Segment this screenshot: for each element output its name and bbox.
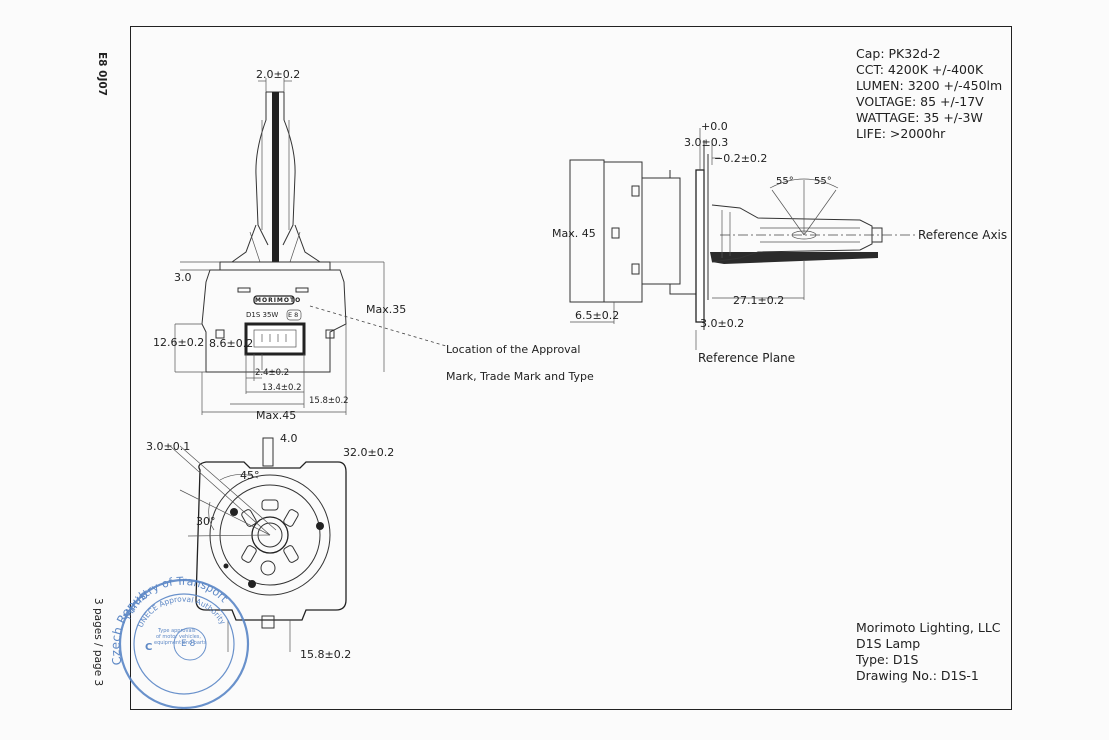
title-type: Type: D1S [856,652,919,667]
dim-4-0: 4.0 [280,432,298,445]
front-view-lamp [174,78,447,415]
side-view-lamp [569,128,916,350]
dim-3-0-0-1: 3.0±0.1 [146,440,191,453]
stamp-note-2: of motor vehicles, [156,634,201,640]
dim-plus0: +0.0 [701,120,728,133]
dim-13-4: 13.4±0.2 [262,383,302,393]
dim-flange-3-0: 3.0 [174,271,192,284]
dim-max35: Max.35 [366,303,407,316]
callout-line2: Mark, Trade Mark and Type [446,370,594,383]
dim-max45: Max.45 [256,409,297,422]
stamp-outer-left: Czech Republic [0,0,150,667]
stamp-note-1: Type approvals [157,628,196,634]
approval-mark: E 8 [288,311,299,319]
dim-2-4: 2.4±0.2 [255,368,290,378]
dim-bottom-15-8: 15.8±0.2 [300,648,352,661]
angle-30: 30° [196,515,216,528]
spec-cct: CCT: 4200K +/-400K [856,62,984,77]
dim-8-6: 8.6±0.2 [209,337,254,350]
reference-axis-label: Reference Axis [918,228,1008,242]
stamp-letter: C [145,642,152,653]
spec-life: LIFE: >2000hr [856,126,946,141]
type-label: D1S 35W [246,311,279,319]
reference-plane-label: Reference Plane [698,351,796,365]
dim-12-6: 12.6±0.2 [153,336,205,349]
angle-left-55: 55° [776,176,794,187]
dim-15-8: 15.8±0.2 [309,396,349,406]
title-lamp: D1S Lamp [856,636,921,651]
spec-cap: Cap: PK32d-2 [856,46,941,61]
dim-side-3-0: 3.0±0.2 [700,317,745,330]
dim-6-5: 6.5±0.2 [575,309,620,322]
spec-voltage: VOLTAGE: 85 +/-17V [856,94,984,109]
dim-3-0-0-3: 3.0±0.3 [684,136,729,149]
drawing-frame [130,26,1012,710]
title-drawing: Drawing No.: D1S-1 [856,668,979,683]
stamp-note-3: equipment and parts [154,640,207,646]
dim-side-max45: Max. 45 [552,227,596,240]
approval-stamp: Ministry of Transport Czech Republic UNE… [0,0,250,710]
dim-minus-0-2: −0.2±0.2 [714,152,768,165]
dim-27-1: 27.1±0.2 [733,294,785,307]
spec-lumen: LUMEN: 3200 +/-450lm [856,78,1003,93]
angle-right-55: 55° [814,176,832,187]
angle-45: 45° [240,469,260,482]
stamp-center-mark: E 8 [181,639,196,649]
dim-top-2-0: 2.0±0.2 [256,68,301,81]
brand-label: MORIMOTO [255,297,302,304]
callout-line1: Location of the Approval [446,343,581,356]
spec-wattage: WATTAGE: 35 +/-3W [856,110,983,125]
bottom-view-lamp [169,437,347,652]
dim-32-0: 32.0±0.2 [343,446,395,459]
title-company: Morimoto Lighting, LLC [856,620,1001,635]
